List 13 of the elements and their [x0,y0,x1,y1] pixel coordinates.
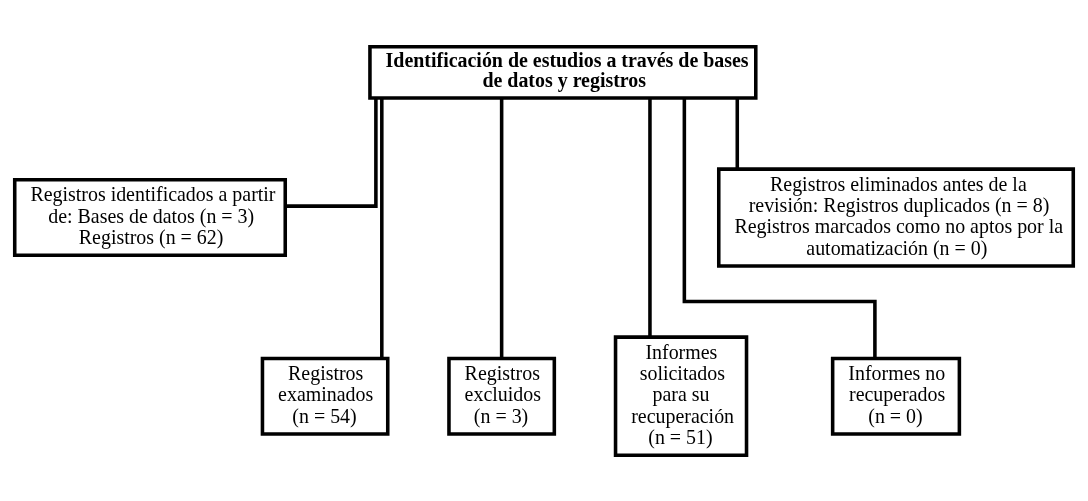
connector [648,97,652,337]
connector [499,97,504,358]
node-box: Identificación de estudios a través de bases de datos y registros [368,44,758,100]
connector [682,97,877,358]
node-box: Registros eliminados antes de la revisión: Registros duplicados (n = 8) Registros marcados como no aptos por la automatización (n = 0) [717,166,1076,268]
node-box: Registros excluidos (n = 3) [447,356,557,436]
node-box: Registros examinados (n = 54) [260,356,390,436]
node-box: Registros identificados a partir de: Bases de datos (n = 3) Registros (n = 62) [12,177,287,257]
connector [285,97,378,208]
connector [735,97,740,169]
connector [380,97,384,358]
node-box: Informes no recuperados (n = 0) [830,356,962,436]
node-box: Informes solicitados para su recuperación (n = 51) [613,334,749,457]
